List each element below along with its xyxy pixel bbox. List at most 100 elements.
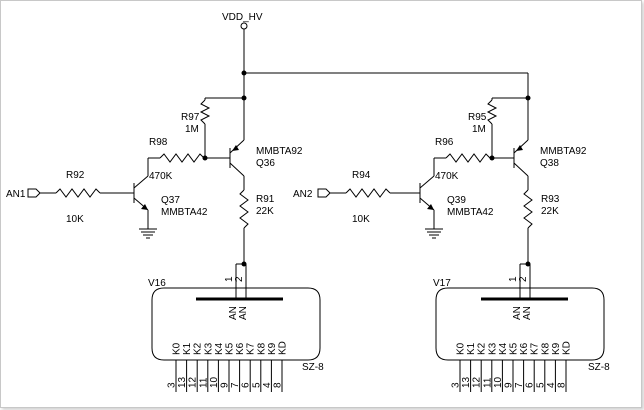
- cathode-pin-number: 7: [230, 382, 241, 388]
- resistor-bias-value: 470K: [149, 171, 173, 182]
- nixie-tube: V16 SZ-8 K03K113K212K311K410K59K67K76K85…: [148, 278, 324, 392]
- resistor-pullup-ref: R95: [468, 112, 487, 123]
- npn-transistor: Q39 MMBTA42: [419, 158, 494, 229]
- npn-ref: Q39: [447, 195, 466, 206]
- supply-rail: VDD_HV: [222, 12, 529, 98]
- cathode-label: K2: [477, 342, 488, 355]
- anode-label-1: AN: [228, 306, 239, 320]
- resistor-pullup-value: 1M: [185, 124, 199, 135]
- tube-part: SZ-8: [588, 362, 610, 373]
- cathode-pin-number: 10: [493, 376, 504, 388]
- cathode-label: K6: [235, 342, 246, 355]
- cathode-label: K9: [551, 342, 562, 355]
- tube-ref: V16: [148, 278, 166, 289]
- resistor-base: R92 10K: [55, 170, 134, 225]
- cathode-label: K4: [214, 342, 225, 355]
- supply-label: VDD_HV: [222, 12, 263, 23]
- anode-label-2: AN: [238, 306, 249, 320]
- ground-symbol: [139, 228, 157, 239]
- cathode-pin-number: 13: [177, 376, 188, 388]
- cathode-pin-number: 3: [167, 382, 178, 388]
- pnp-transistor: MMBTA92 Q38: [513, 98, 587, 190]
- resistor-base-value: 10K: [352, 214, 370, 225]
- anode-label-2: AN: [522, 306, 533, 320]
- npn-transistor: Q37 MMBTA42: [133, 158, 208, 229]
- cathode-pin-number: 8: [273, 382, 284, 388]
- resistor-pullup-ref: R97: [181, 112, 200, 123]
- input-label: AN2: [293, 189, 313, 200]
- cathode-label: K8: [540, 342, 551, 355]
- resistor-pullup: R95 1M: [468, 95, 531, 158]
- nixie-tube: V17 SZ-8 K03K113K212K311K410K59K67K76K85…: [433, 278, 610, 392]
- tube-anode-leads: 1 2 AN AN: [224, 263, 249, 320]
- resistor-bias-ref: R98: [149, 137, 168, 148]
- pnp-transistor: MMBTA92 Q36: [229, 98, 303, 190]
- cathode-pin-number: 7: [514, 382, 525, 388]
- driver-stage-1: AN1 R92 10K Q37 MMBTA42: [6, 95, 324, 392]
- cathode-label: K5: [509, 342, 520, 355]
- cathode-label: K5: [225, 342, 236, 355]
- cathode-label: K1: [182, 342, 193, 355]
- cathode-pin-number: 8: [557, 382, 568, 388]
- cathode-pin-number: 13: [461, 376, 472, 388]
- resistor-collector: R91 22K: [239, 189, 275, 267]
- resistor-bias-ref: R96: [435, 137, 454, 148]
- pnp-ref: Q36: [256, 158, 275, 169]
- input-connector: AN2: [293, 188, 346, 200]
- anode-pin-1: 1: [508, 276, 519, 282]
- cathode-label: K8: [256, 342, 267, 355]
- ground-symbol: [425, 228, 443, 239]
- anode-pin-2: 2: [234, 276, 245, 282]
- resistor-collector-ref: R93: [541, 194, 560, 205]
- cathode-label: K0: [172, 342, 183, 355]
- resistor-base-ref: R92: [66, 170, 85, 181]
- resistor-bias: R98 470K: [148, 137, 230, 182]
- cathode-pin-number: 5: [535, 382, 546, 388]
- pnp-part: MMBTA92: [540, 146, 587, 157]
- cathode-label: K9: [267, 342, 278, 355]
- cathode-label: K3: [203, 342, 214, 355]
- anode-pin-2: 2: [518, 276, 529, 282]
- cathode-pin-number: 12: [188, 376, 199, 388]
- cathode-pin-number: 6: [525, 382, 536, 388]
- resistor-bias: R96 470K: [434, 137, 514, 182]
- cathode-pin-number: 12: [472, 376, 483, 388]
- cathode-pin-number: 6: [241, 382, 252, 388]
- npn-part: MMBTA42: [161, 207, 208, 218]
- cathode-pin-number: 9: [504, 382, 515, 388]
- resistor-base-value: 10K: [66, 214, 84, 225]
- cathode-pin-number: 4: [546, 382, 557, 388]
- resistor-collector-ref: R91: [256, 194, 275, 205]
- cathode-pin-number: 11: [198, 377, 209, 388]
- anode-label-1: AN: [512, 306, 523, 320]
- cathode-pin-number: 9: [220, 382, 231, 388]
- resistor-collector-value: 22K: [541, 206, 559, 217]
- cathode-label: K1: [466, 342, 477, 355]
- cathode-label: K7: [530, 342, 541, 355]
- resistor-base: R94 10K: [345, 170, 420, 225]
- tube-ref: V17: [433, 278, 451, 289]
- npn-part: MMBTA42: [447, 207, 494, 218]
- cathode-pin-number: 11: [482, 377, 493, 388]
- resistor-base-ref: R94: [352, 170, 371, 181]
- npn-ref: Q37: [161, 195, 180, 206]
- cathode-label: K0: [456, 342, 467, 355]
- resistor-pullup-value: 1M: [472, 124, 486, 135]
- input-connector: AN1: [6, 188, 56, 200]
- cathode-pin-number: 3: [451, 382, 462, 388]
- resistor-collector: R93 22K: [523, 189, 560, 267]
- cathode-label: K4: [498, 342, 509, 355]
- resistor-bias-value: 470K: [435, 171, 459, 182]
- pnp-ref: Q38: [540, 158, 559, 169]
- pnp-part: MMBTA92: [256, 146, 303, 157]
- cathode-label: K3: [487, 342, 498, 355]
- tube-anode-leads: 1 2 AN AN: [508, 263, 533, 320]
- resistor-collector-value: 22K: [256, 206, 274, 217]
- driver-stage-2: AN2 R94 10K Q39 MMBTA42: [293, 95, 610, 392]
- input-label: AN1: [6, 189, 26, 200]
- cathode-pin-number: 5: [251, 382, 262, 388]
- anode-pin-1: 1: [224, 276, 235, 282]
- cathode-label: KD: [278, 341, 289, 355]
